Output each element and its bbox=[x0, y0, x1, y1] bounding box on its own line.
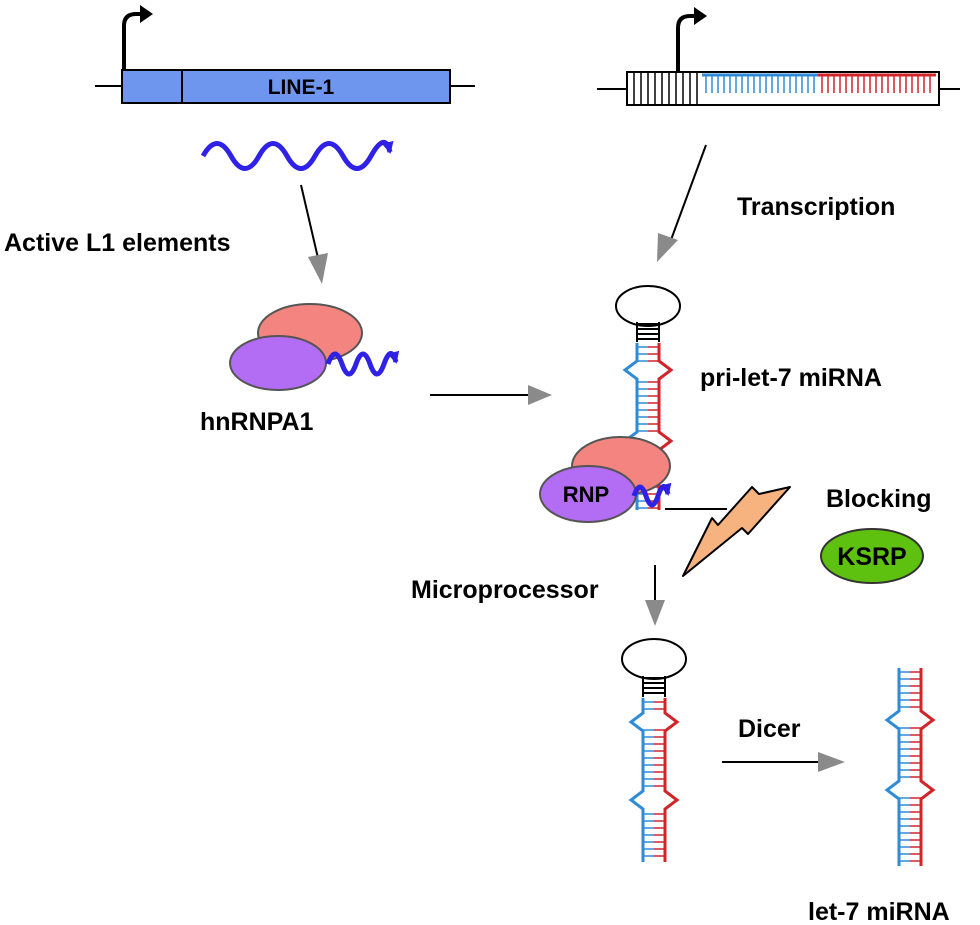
l1-to-complex-arrowhead bbox=[308, 253, 328, 284]
red-strand bbox=[919, 668, 936, 866]
gene-promoter-arrow-icon bbox=[676, 7, 707, 72]
ksrp-protein bbox=[820, 528, 924, 584]
l1-rna-wave bbox=[200, 140, 394, 171]
let7-gene bbox=[597, 7, 960, 106]
line1-promoter-arrow-icon bbox=[122, 5, 153, 70]
blue-strand bbox=[884, 668, 901, 866]
dicer-arrowhead bbox=[818, 752, 845, 772]
pri-loop bbox=[615, 285, 681, 327]
gene-stripes bbox=[633, 72, 936, 105]
dicer-label: Dicer bbox=[738, 715, 801, 743]
red-strand bbox=[663, 698, 680, 862]
line1-gene: LINE-1 bbox=[95, 5, 475, 104]
complex-rna-wave bbox=[325, 350, 400, 377]
transcription-label: Transcription bbox=[737, 193, 895, 221]
hnrnpa1-label: hnRNPA1 bbox=[200, 408, 314, 436]
lightning-bolt-icon bbox=[682, 486, 791, 577]
hnrnpa1-complex bbox=[229, 303, 400, 391]
hnrnpa1-purple-subunit bbox=[229, 335, 327, 391]
l1-to-complex-arrow-shaft bbox=[300, 184, 319, 259]
line1-label: LINE-1 bbox=[268, 76, 335, 99]
mature-let7-duplex bbox=[884, 668, 936, 866]
microprocessor-arrowhead bbox=[645, 600, 665, 626]
pre-let7-hairpin bbox=[621, 638, 687, 862]
let7-label: let-7 miRNA bbox=[808, 898, 950, 925]
pre-stem bbox=[628, 676, 680, 862]
transcription-arrowhead bbox=[657, 233, 678, 262]
active-l1-label: Active L1 elements bbox=[4, 229, 231, 257]
rnp-label: RNP bbox=[563, 482, 609, 507]
rnp-rna-wave bbox=[631, 482, 672, 508]
pre-loop bbox=[621, 638, 687, 680]
blue-strand bbox=[628, 698, 645, 862]
microprocessor-label: Microprocessor bbox=[411, 576, 599, 604]
rnp-complex: RNP bbox=[539, 436, 672, 523]
transcription-arrow-shaft bbox=[667, 144, 707, 249]
ksrp-label: KSRP bbox=[837, 543, 906, 571]
blocking-label: Blocking bbox=[826, 485, 932, 513]
binding-arrowhead bbox=[528, 385, 552, 405]
pri-let7-label: pri-let-7 miRNA bbox=[700, 364, 882, 392]
